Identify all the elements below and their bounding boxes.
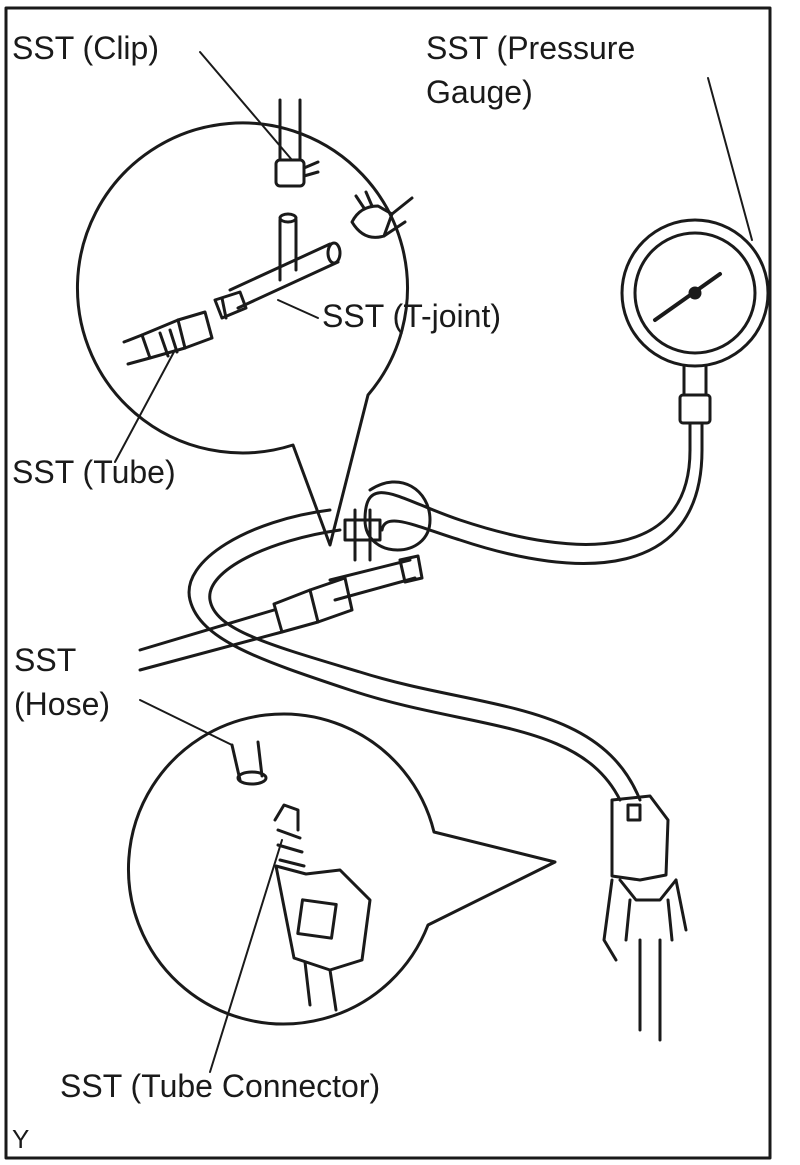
corner-code: Y bbox=[12, 1124, 30, 1154]
label-tube: SST (Tube) bbox=[12, 454, 176, 490]
lower-detail-circle bbox=[127, 712, 557, 1026]
label-hose-line1: SST bbox=[14, 642, 77, 678]
label-tube-connector: SST (Tube Connector) bbox=[60, 1068, 381, 1104]
gauge-hose bbox=[363, 448, 692, 552]
label-pressure-gauge-line1: SST (Pressure bbox=[426, 30, 636, 66]
label-t-joint: SST (T-joint) bbox=[322, 298, 501, 334]
tube-connector-detail bbox=[273, 803, 372, 1012]
label-pressure-gauge-line2: Gauge) bbox=[426, 74, 533, 110]
hose-end-fitting bbox=[350, 190, 414, 239]
assembled-t-joint bbox=[272, 508, 424, 634]
diagram-border bbox=[4, 6, 772, 1160]
hose-stub bbox=[230, 740, 268, 786]
upper-detail-circle bbox=[75, 121, 409, 547]
leader-lines bbox=[114, 51, 753, 1073]
label-clip: SST (Clip) bbox=[12, 30, 159, 66]
loop-hose bbox=[187, 508, 622, 802]
tube-coupling bbox=[122, 310, 214, 366]
fuel-tube bbox=[138, 608, 284, 672]
clip-part bbox=[274, 98, 320, 188]
pressure-gauge bbox=[620, 218, 770, 452]
t-joint-part bbox=[213, 212, 342, 320]
label-hose-line2: (Hose) bbox=[14, 686, 111, 722]
tube-connector-on-hose bbox=[602, 794, 688, 1042]
